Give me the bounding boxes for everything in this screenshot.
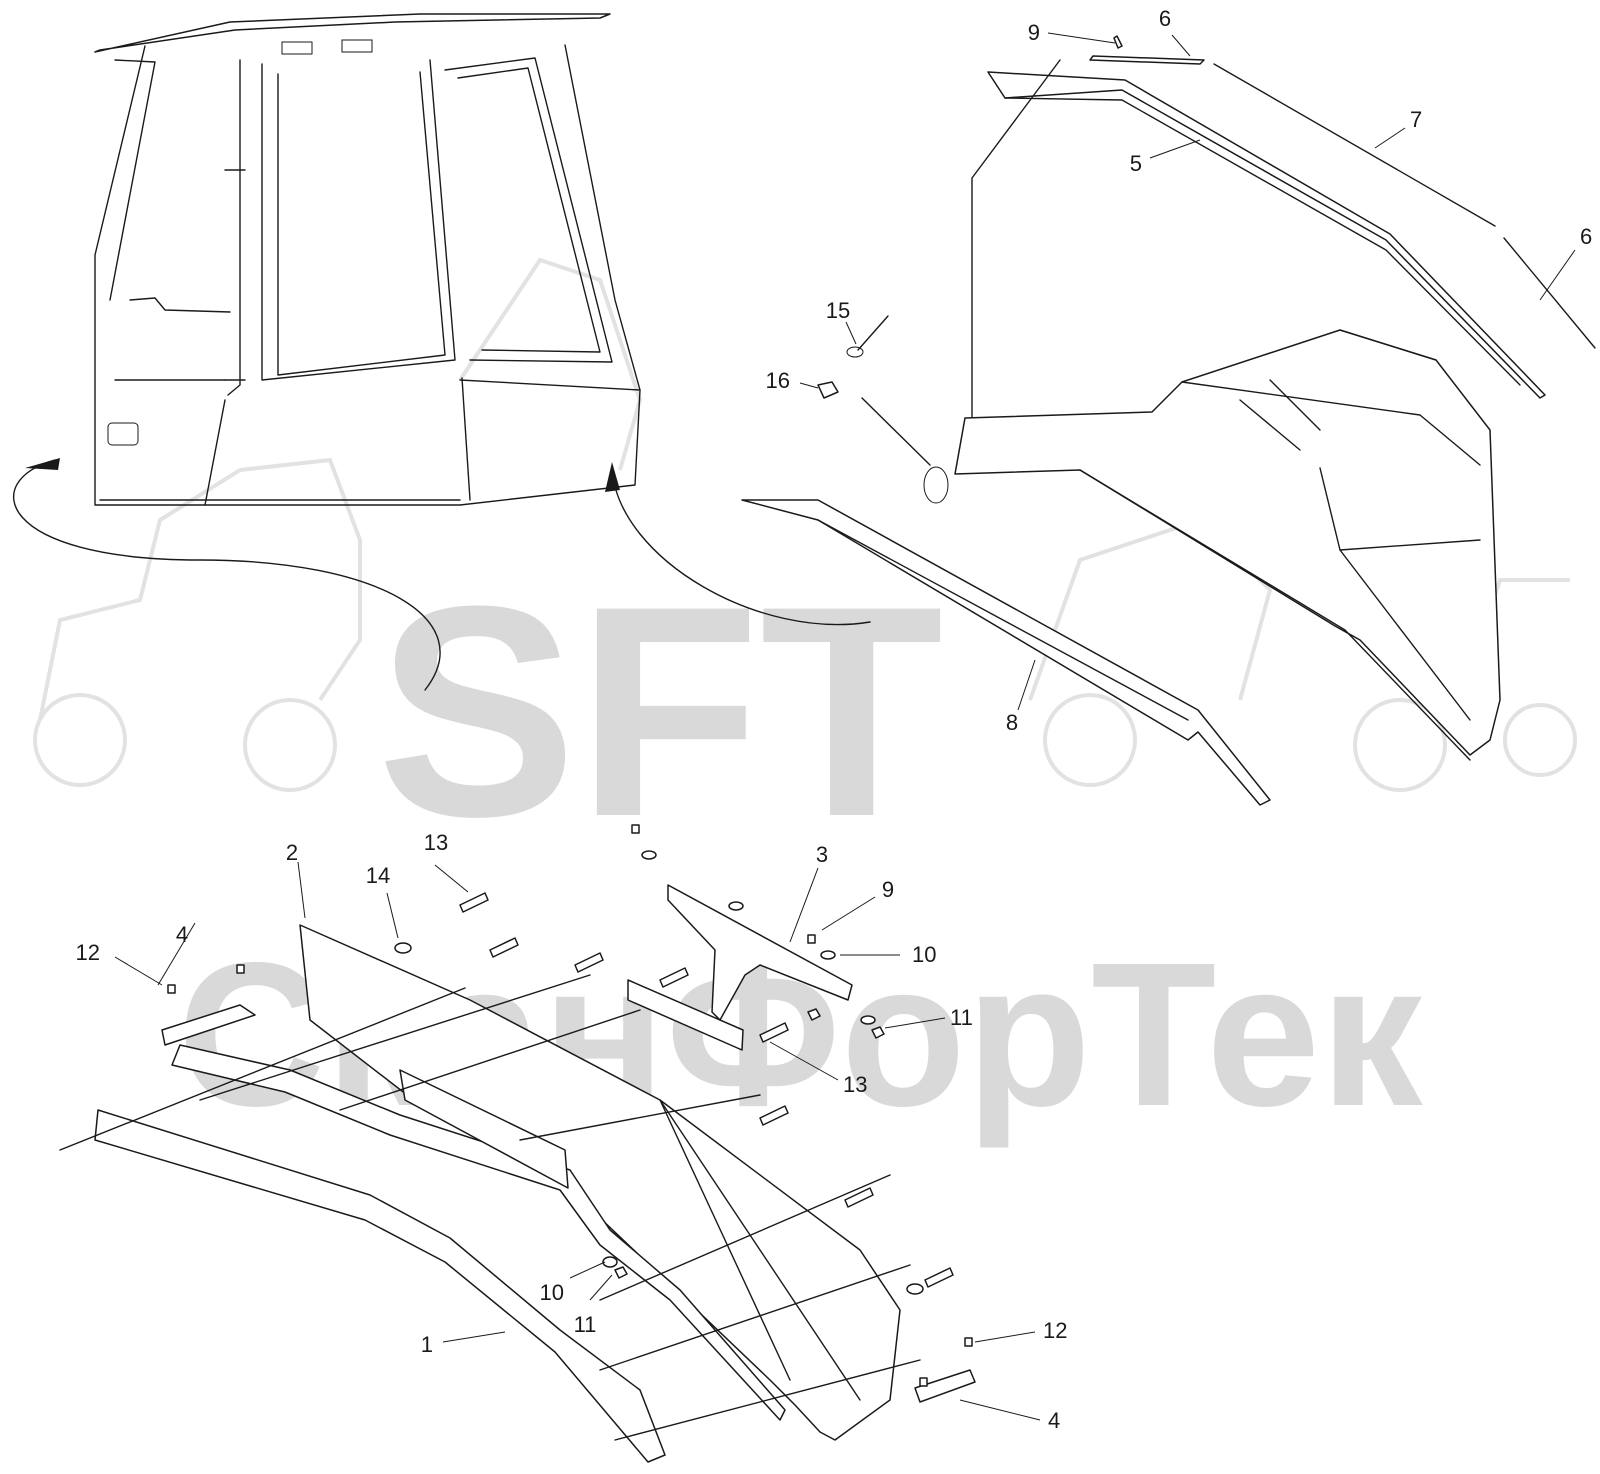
callout-15: 15 xyxy=(826,298,850,323)
callout-16: 16 xyxy=(766,368,790,393)
nut-icon xyxy=(614,1266,628,1279)
callout-4-left: 4 xyxy=(176,922,188,947)
fender-assembly xyxy=(59,884,976,1463)
callout-5: 5 xyxy=(1130,151,1142,176)
bolt-icon xyxy=(574,952,604,973)
cab-assembly xyxy=(94,13,641,506)
callout-6-top: 6 xyxy=(1159,6,1171,31)
callout-9-mid: 9 xyxy=(882,877,894,902)
callout-7: 7 xyxy=(1410,107,1422,132)
callout-2: 2 xyxy=(286,840,298,865)
callout-11-bottom: 11 xyxy=(574,1312,597,1337)
callout-6-right: 6 xyxy=(1580,224,1592,249)
callout-3: 3 xyxy=(816,842,828,867)
callout-14: 14 xyxy=(366,863,390,888)
callout-8: 8 xyxy=(1006,710,1018,735)
watermark-machine-left xyxy=(33,257,643,792)
bolt-icon xyxy=(459,892,489,913)
callout-10-mid: 10 xyxy=(912,942,936,967)
nut-icon xyxy=(807,1008,821,1021)
callout-10-bottom: 10 xyxy=(540,1280,564,1305)
nut-icon xyxy=(871,1026,885,1039)
callout-9-top: 9 xyxy=(1028,20,1040,45)
callouts: 9 6 7 5 6 15 16 8 2 13 14 3 9 10 11 13 4 xyxy=(76,6,1593,1433)
bolt-icon xyxy=(759,1022,789,1043)
fastener-group xyxy=(167,824,973,1387)
callout-1: 1 xyxy=(421,1332,433,1357)
bolt-icon xyxy=(659,967,689,988)
callout-4-right: 4 xyxy=(1048,1408,1060,1433)
roof-trim-assembly xyxy=(817,35,1596,504)
arrow-icon xyxy=(12,458,871,691)
callout-11-mid: 11 xyxy=(950,1005,973,1030)
bolt-icon xyxy=(924,1267,954,1288)
callout-13-mid: 13 xyxy=(843,1072,867,1097)
washer-icon xyxy=(860,1015,876,1025)
callout-12-right: 12 xyxy=(1043,1318,1067,1343)
callout-13-top: 13 xyxy=(424,830,448,855)
washer-icon xyxy=(602,1256,618,1268)
washer-icon xyxy=(394,942,412,954)
washer-icon xyxy=(906,1283,924,1295)
bolt-icon xyxy=(759,1105,789,1126)
callout-12-left: 12 xyxy=(76,940,100,965)
watermark-brand: SFT xyxy=(377,543,944,879)
bolt-icon xyxy=(844,1187,874,1208)
washer-icon xyxy=(820,950,836,960)
washer-icon xyxy=(728,901,744,911)
bolt-icon xyxy=(489,937,519,958)
hood-assembly xyxy=(741,329,1501,806)
washer-icon xyxy=(641,850,657,860)
